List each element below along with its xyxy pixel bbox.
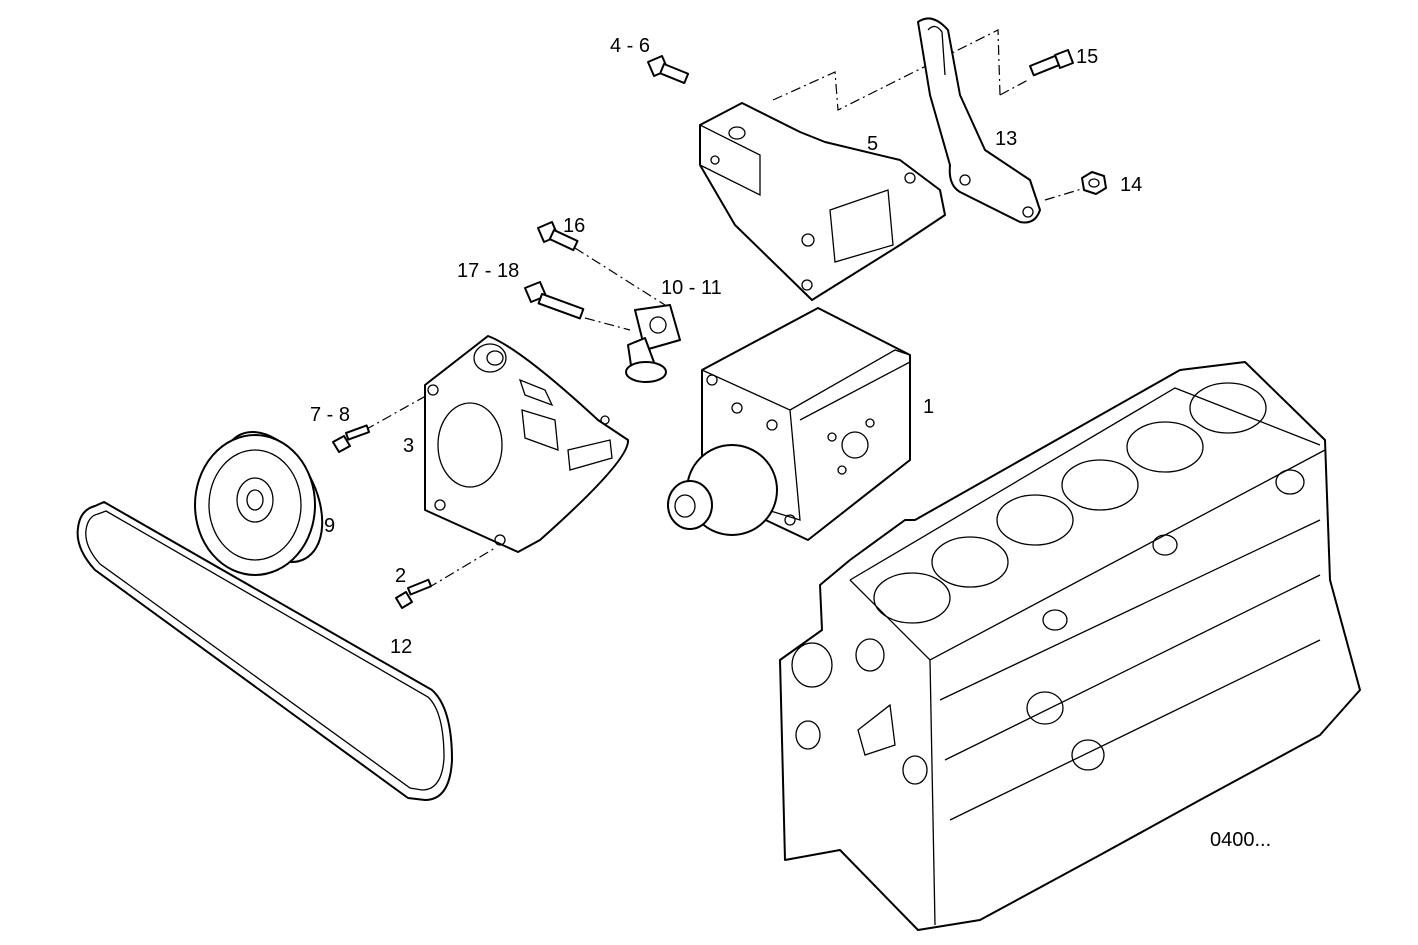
label-part-16: 16 (563, 215, 585, 237)
engine-block (779, 361, 1361, 931)
assembly-lines (364, 29, 1086, 589)
label-part-7-8: 7 - 8 (310, 404, 350, 426)
bolt-2 (395, 578, 433, 609)
label-part-15: 15 (1076, 46, 1098, 68)
label-part-3: 3 (403, 435, 414, 457)
pump-support (699, 102, 946, 301)
label-part-13: 13 (995, 128, 1017, 150)
drive-belt (76, 501, 453, 801)
bolt-16 (537, 221, 579, 252)
support-bracket (424, 335, 630, 553)
elbow-fitting (625, 304, 681, 383)
reference-code: 0400... (1210, 829, 1271, 851)
pulley (194, 430, 324, 576)
hydraulic-pump (667, 307, 911, 541)
label-part-17-18: 17 - 18 (457, 260, 519, 282)
label-part-4-6: 4 - 6 (610, 35, 650, 57)
bracket-plate (917, 17, 1041, 224)
bolt-17-18 (524, 281, 585, 320)
label-part-10-11: 10 - 11 (661, 277, 722, 299)
part-labels: 1 2 3 4 - 6 5 7 - 8 9 10 - 11 12 13 14 1… (310, 35, 1271, 851)
label-part-9: 9 (324, 515, 335, 537)
label-part-2: 2 (395, 565, 406, 587)
nut-14 (1081, 171, 1107, 195)
bolt-15 (1029, 49, 1074, 77)
label-part-1: 1 (923, 396, 934, 418)
label-part-12: 12 (390, 636, 412, 658)
label-part-5: 5 (867, 133, 878, 155)
bolt-7-8 (332, 424, 371, 453)
label-part-14: 14 (1120, 174, 1142, 196)
bolt-4-6 (647, 55, 690, 85)
